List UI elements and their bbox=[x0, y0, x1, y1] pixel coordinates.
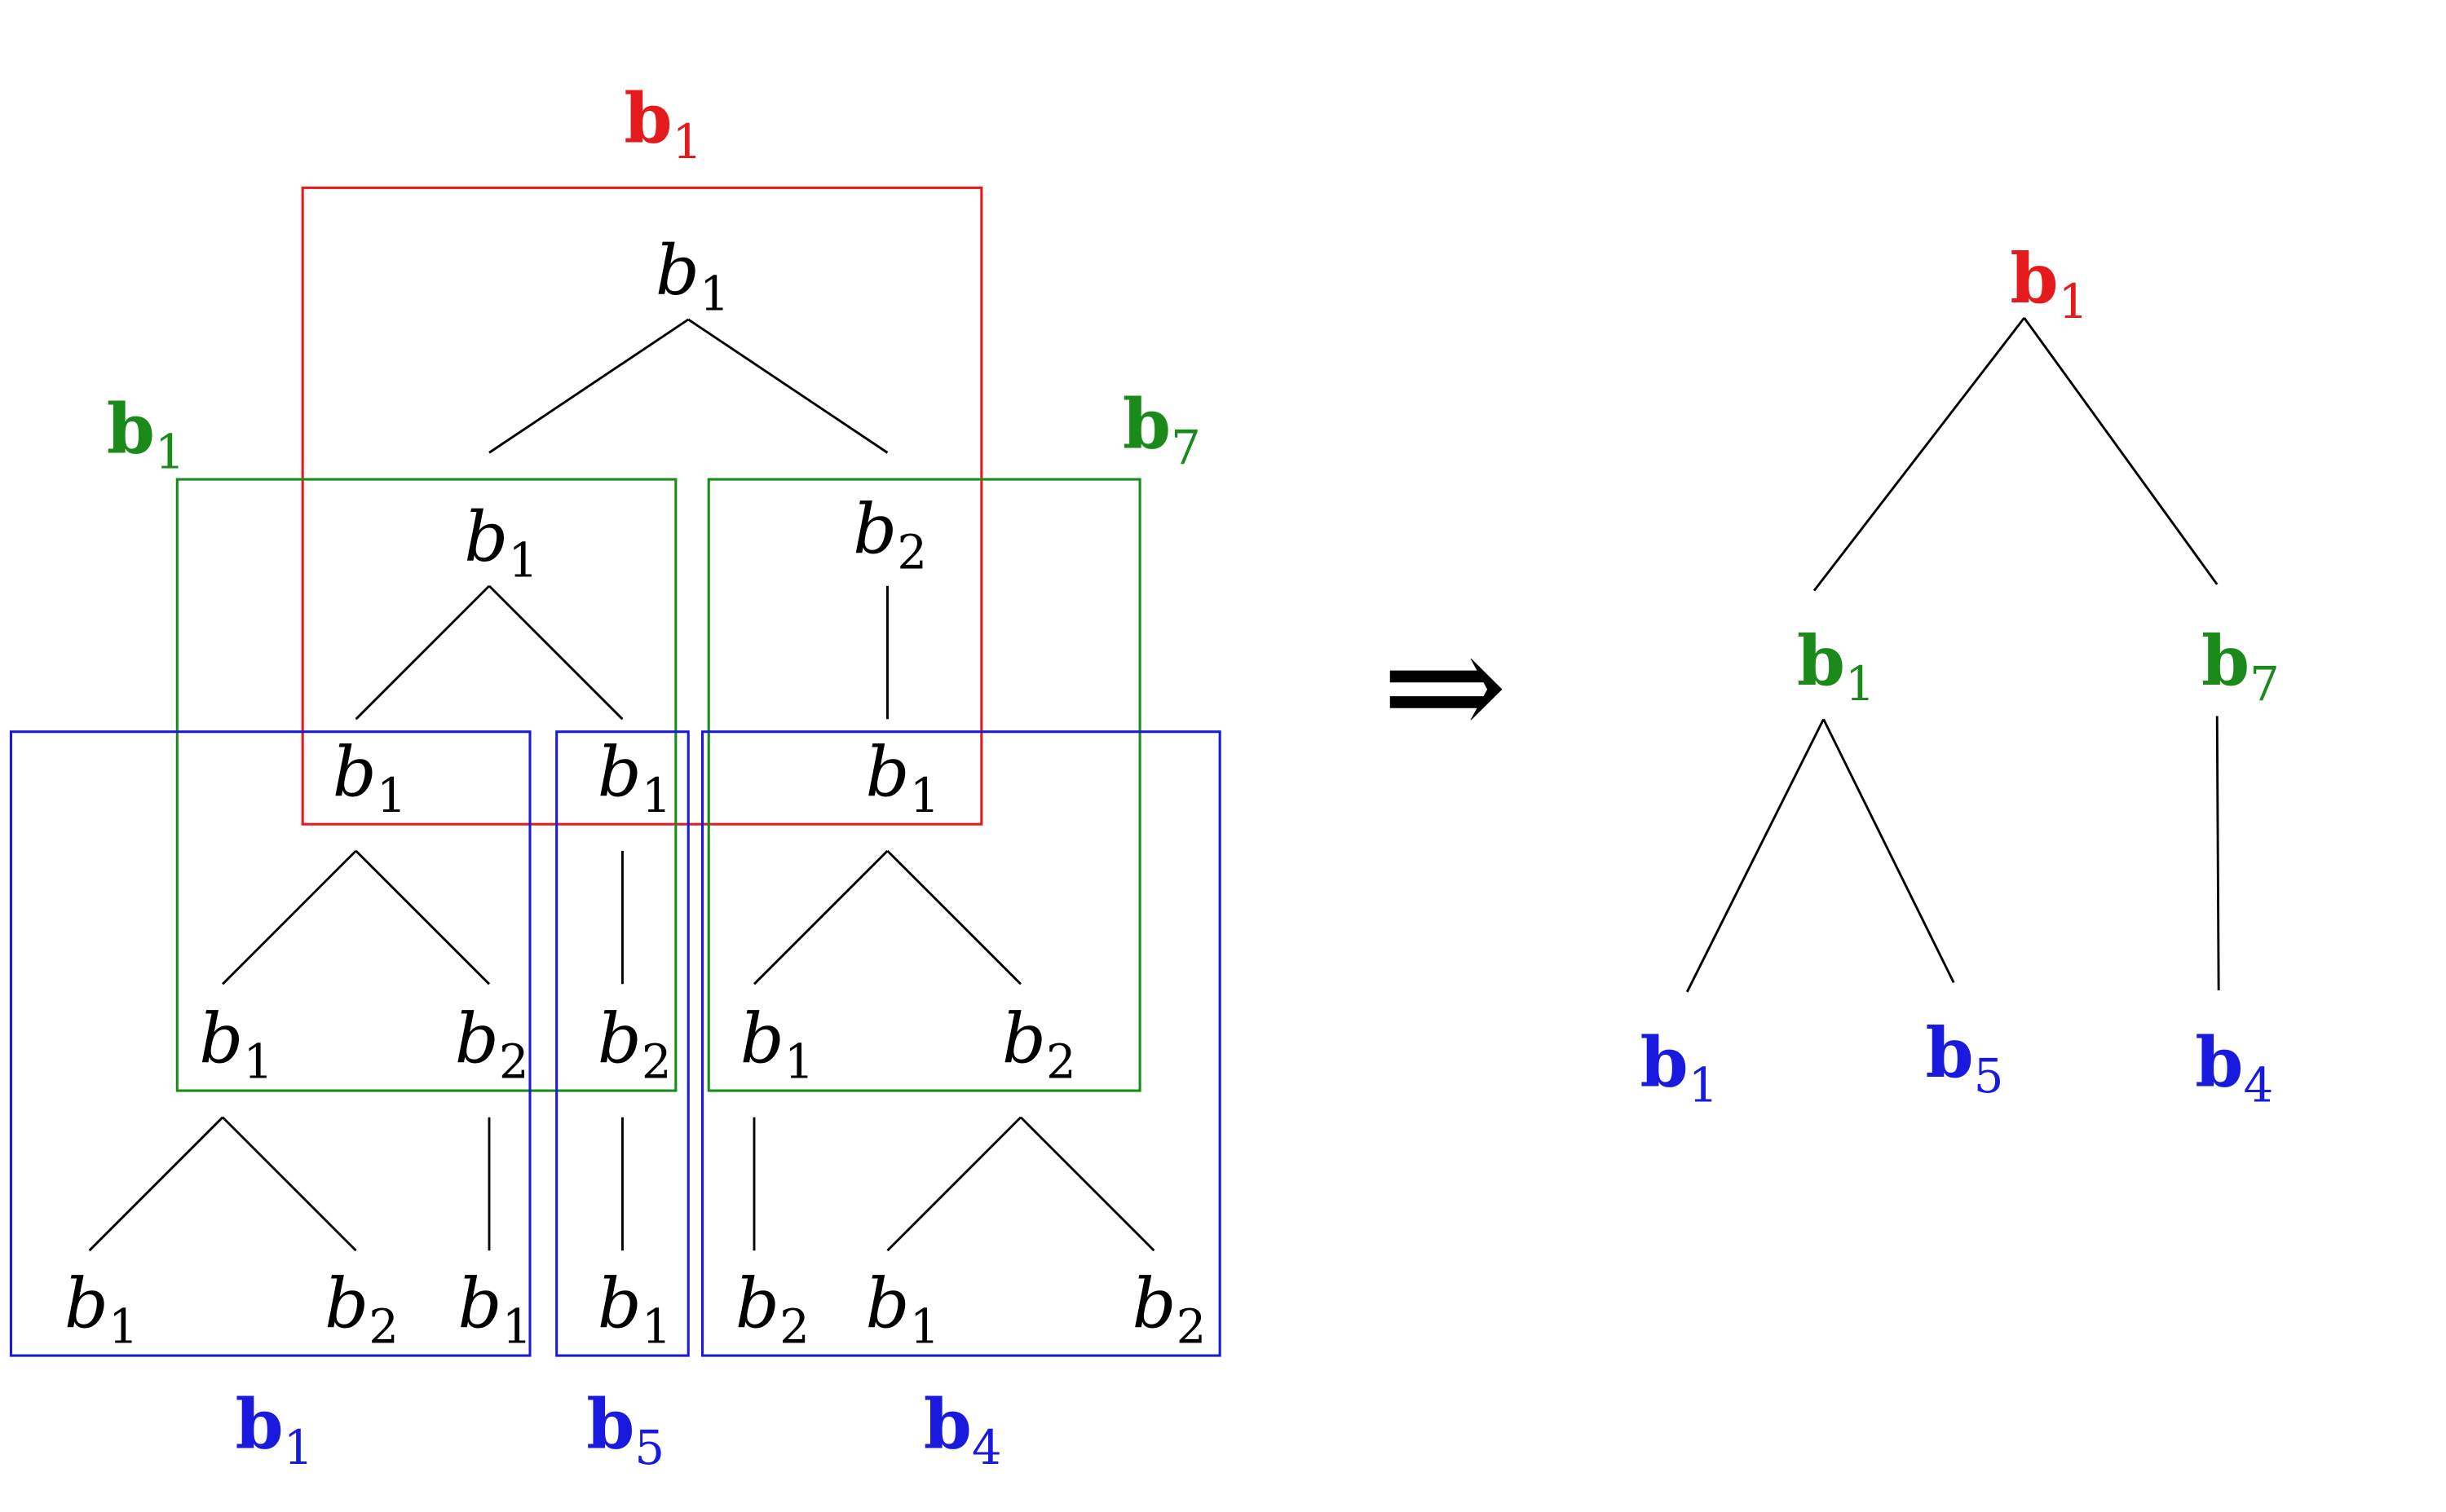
red-box bbox=[301, 186, 983, 826]
left-tree-nodes: b1 b1 b2 b1 b1 b1 b1 b2 b2 b1 b2 b1 b2 b… bbox=[64, 230, 1206, 1355]
edge bbox=[886, 849, 1022, 985]
implies-arrow: ⇒ bbox=[1381, 598, 1508, 774]
edge bbox=[886, 1116, 1022, 1252]
edge bbox=[1685, 718, 1825, 993]
edge bbox=[222, 1116, 357, 1252]
left-l4-node-1: b2 bbox=[325, 1263, 399, 1354]
right-l1-node-0: b1 bbox=[1797, 620, 1875, 712]
left-l4-node-3: b1 bbox=[598, 1263, 672, 1354]
right-root-node: b1 bbox=[2010, 238, 2088, 329]
left-l1-node-0: b1 bbox=[464, 496, 538, 588]
edge bbox=[488, 584, 624, 721]
left-root-node: b1 bbox=[656, 230, 730, 321]
left-l4-node-6: b2 bbox=[1132, 1263, 1206, 1354]
green-left-box-label: b1 bbox=[107, 388, 185, 479]
edge bbox=[2215, 716, 2220, 991]
left-l2-node-1: b1 bbox=[598, 732, 672, 823]
left-l1-node-1: b2 bbox=[853, 488, 927, 580]
left-l4-node-4: b2 bbox=[735, 1263, 810, 1354]
edge bbox=[1019, 1116, 1155, 1252]
left-l4-node-0: b1 bbox=[64, 1263, 139, 1354]
edge bbox=[88, 1116, 224, 1252]
edge bbox=[222, 849, 357, 985]
right-l1-node-1: b7 bbox=[2201, 620, 2280, 712]
edge bbox=[1812, 317, 2025, 592]
left-l3-node-4: b2 bbox=[1002, 998, 1076, 1089]
right-l2-node-2: b4 bbox=[2195, 1021, 2273, 1113]
left-l3-node-2: b2 bbox=[598, 998, 672, 1089]
edge bbox=[355, 849, 491, 985]
right-l2-node-0: b1 bbox=[1640, 1021, 1719, 1113]
edge bbox=[753, 849, 889, 985]
left-l3-node-0: b1 bbox=[199, 998, 273, 1089]
left-l3-node-1: b2 bbox=[455, 998, 529, 1089]
left-l2-node-0: b1 bbox=[333, 732, 407, 823]
edge bbox=[488, 318, 690, 454]
edge bbox=[2023, 317, 2219, 585]
left-tree-edges bbox=[88, 318, 1155, 1252]
left-l4-node-5: b1 bbox=[866, 1263, 940, 1354]
right-l2-node-1: b5 bbox=[1926, 1012, 2004, 1104]
right-tree-edges bbox=[1685, 317, 2220, 993]
edge bbox=[1822, 718, 1955, 984]
edge bbox=[355, 584, 491, 721]
blue-box-middle bbox=[555, 730, 690, 1357]
green-right-box-label: b7 bbox=[1123, 384, 1201, 475]
blue-box-right bbox=[701, 730, 1221, 1357]
left-l4-node-2: b1 bbox=[458, 1263, 532, 1354]
red-box-label: b1 bbox=[624, 78, 702, 170]
left-l2-node-2: b1 bbox=[866, 732, 940, 823]
green-box-left bbox=[175, 478, 678, 1092]
blue-middle-box-label: b5 bbox=[586, 1384, 664, 1475]
blue-left-box-label: b1 bbox=[235, 1384, 313, 1475]
green-box-right bbox=[707, 478, 1141, 1092]
blue-right-box-label: b4 bbox=[924, 1384, 1002, 1475]
edge bbox=[687, 318, 889, 454]
left-l3-node-3: b1 bbox=[740, 998, 815, 1089]
blue-box-left bbox=[9, 730, 532, 1357]
